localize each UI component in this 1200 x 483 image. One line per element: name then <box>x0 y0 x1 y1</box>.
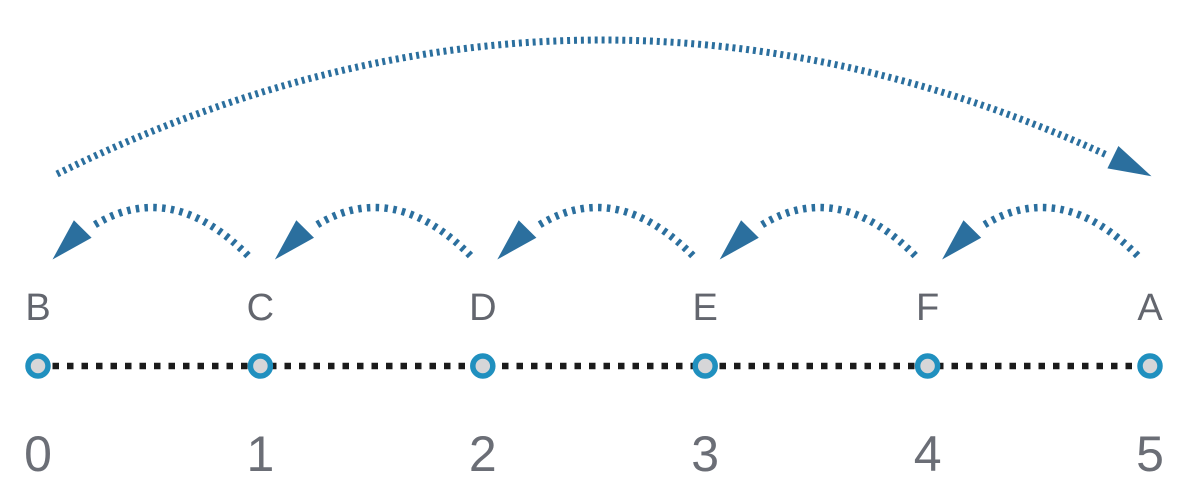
tick-number-2: 2 <box>468 426 497 482</box>
point-label-f: F <box>915 287 940 329</box>
point-label-d: D <box>469 287 497 329</box>
point-marker-e <box>692 353 718 379</box>
hop-arrowhead-1 <box>52 220 92 260</box>
hop-arrowhead-3 <box>497 220 537 260</box>
tick-number-3: 3 <box>691 426 720 482</box>
hop-arc-2 <box>315 203 476 261</box>
point-marker-d <box>470 353 496 379</box>
tick-number-1: 1 <box>246 426 275 482</box>
point-marker-f <box>914 353 941 379</box>
hop-arc-3 <box>537 203 698 261</box>
hop-arc-1 <box>92 203 254 261</box>
tick-number-0: 0 <box>24 426 52 482</box>
tick-number-4: 4 <box>913 426 942 482</box>
point-label-c: C <box>246 287 275 329</box>
tick-number-5: 5 <box>1136 426 1164 482</box>
long-jump-arrowhead <box>1107 146 1152 177</box>
long-jump-arc <box>55 36 1108 178</box>
point-label-a: A <box>1137 287 1163 329</box>
hop-arrowhead-5 <box>942 220 982 260</box>
hop-arc-5 <box>982 203 1143 261</box>
point-marker-a <box>1137 353 1163 379</box>
hop-arrowhead-2 <box>274 220 314 260</box>
point-marker-c <box>247 353 274 379</box>
hop-arrowhead-4 <box>719 220 759 260</box>
point-label-b: B <box>25 287 51 329</box>
hop-arc-4 <box>760 203 921 261</box>
point-label-e: E <box>692 287 718 329</box>
point-marker-b <box>25 353 51 379</box>
